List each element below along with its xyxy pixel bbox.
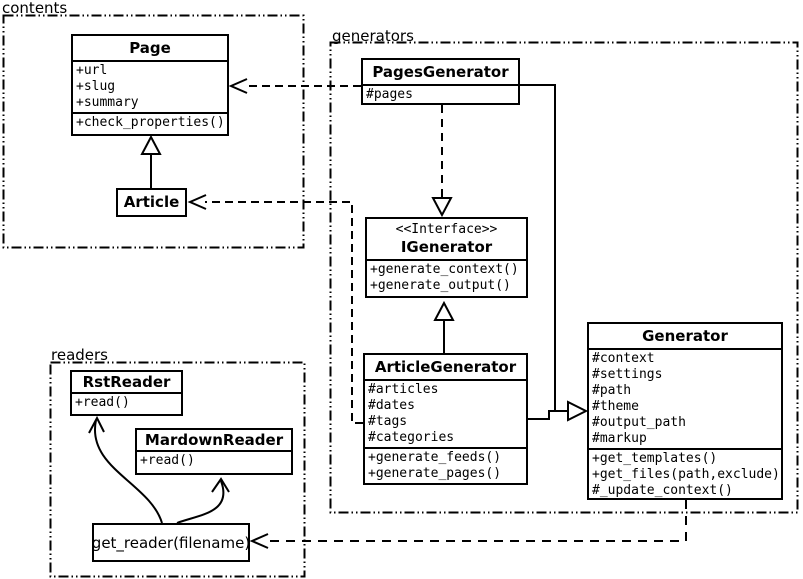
arrowhead-mardownreader	[211, 477, 230, 493]
edge-getreader-to-rstreader	[93, 419, 163, 524]
attributes-section: #pages	[363, 84, 518, 103]
edge-getreader-to-mardownreader	[176, 480, 225, 524]
methods-section: +get_templates() +get_files(path,exclude…	[589, 448, 781, 498]
function-get-reader: get_reader(filename)	[92, 523, 250, 562]
class-name: Article	[123, 193, 180, 211]
edge-generator-to-getreader	[267, 500, 687, 542]
methods-section: +generate_feeds() +generate_pages()	[365, 447, 526, 483]
stereotype: <<Interface>>	[395, 222, 498, 237]
attr-row: #tags	[368, 414, 408, 429]
methods-section: +generate_context() +generate_output()	[367, 259, 526, 295]
class-igenerator: <<Interface>> IGenerator +generate_conte…	[365, 217, 528, 298]
method-row: +check_properties()	[76, 115, 225, 130]
attr-row: +url	[76, 63, 108, 78]
class-rstreader: RstReader +read()	[70, 370, 183, 416]
method-row: +read()	[140, 453, 195, 468]
methods-section: +read()	[72, 392, 181, 412]
method-row: +read()	[75, 395, 130, 410]
class-generator: Generator #context #settings #path #them…	[587, 322, 783, 500]
methods-section: +read()	[137, 450, 291, 470]
attr-row: #context	[592, 351, 655, 366]
attr-row: +slug	[76, 79, 116, 94]
attr-row: #markup	[592, 431, 647, 446]
class-mardownreader: MardownReader +read()	[135, 428, 293, 475]
package-generators-border	[329, 41, 799, 514]
package-readers-border	[49, 361, 306, 578]
package-label-contents: contents	[2, 0, 68, 17]
attr-row: #theme	[592, 399, 639, 414]
inheritance-arrowhead-igenerator	[433, 300, 455, 321]
attr-row: #pages	[366, 87, 413, 102]
realization-arrowhead-igenerator	[431, 197, 453, 218]
attributes-section: +url +slug +summary	[73, 60, 227, 112]
function-name: get_reader(filename)	[92, 533, 250, 552]
dependency-arrowhead-article	[187, 194, 207, 210]
class-name: RstReader	[82, 373, 171, 391]
class-name: ArticleGenerator	[374, 358, 517, 376]
attr-row: #categories	[368, 430, 455, 445]
class-name: IGenerator	[400, 238, 493, 256]
class-pagesgenerator: PagesGenerator #pages	[361, 58, 520, 105]
attributes-section: #articles #dates #tags #categories	[365, 379, 526, 447]
attr-row: #path	[592, 383, 632, 398]
class-page: Page +url +slug +summary +check_properti…	[71, 34, 229, 136]
class-name: PagesGenerator	[372, 63, 509, 81]
method-row: +generate_pages()	[368, 466, 502, 481]
method-row: +get_templates()	[592, 451, 718, 466]
methods-section: +check_properties()	[73, 112, 227, 132]
attr-row: +summary	[76, 95, 139, 110]
dependency-arrowhead-getreader	[249, 533, 269, 549]
dependency-arrowhead-page	[228, 78, 248, 94]
method-row: +get_files(path,exclude)	[592, 467, 780, 482]
inheritance-arrowhead-generator	[567, 400, 589, 422]
edge-articlegenerator-to-article	[205, 201, 363, 424]
attr-row: #settings	[592, 367, 663, 382]
class-name: Page	[129, 39, 171, 57]
method-row: +generate_context()	[370, 262, 519, 277]
class-name: MardownReader	[144, 431, 284, 449]
method-row: +generate_feeds()	[368, 450, 502, 465]
attr-row: #articles	[368, 382, 439, 397]
package-label-readers: readers	[51, 346, 108, 364]
method-row: +generate_output()	[370, 278, 511, 293]
inheritance-arrowhead-page	[140, 134, 162, 155]
attr-row: #output_path	[592, 415, 686, 430]
package-label-generators: generators	[332, 27, 414, 45]
method-row: #_update_context()	[592, 483, 733, 498]
attributes-section: #context #settings #path #theme #output_…	[589, 348, 781, 448]
class-name: Generator	[642, 327, 728, 345]
arrowhead-rstreader	[88, 415, 105, 434]
package-contents-border	[2, 14, 305, 249]
attr-row: #dates	[368, 398, 415, 413]
class-article: Article	[116, 188, 187, 217]
class-articlegenerator: ArticleGenerator #articles #dates #tags …	[363, 353, 528, 485]
edge-articlegenerator-to-generator	[528, 410, 568, 420]
